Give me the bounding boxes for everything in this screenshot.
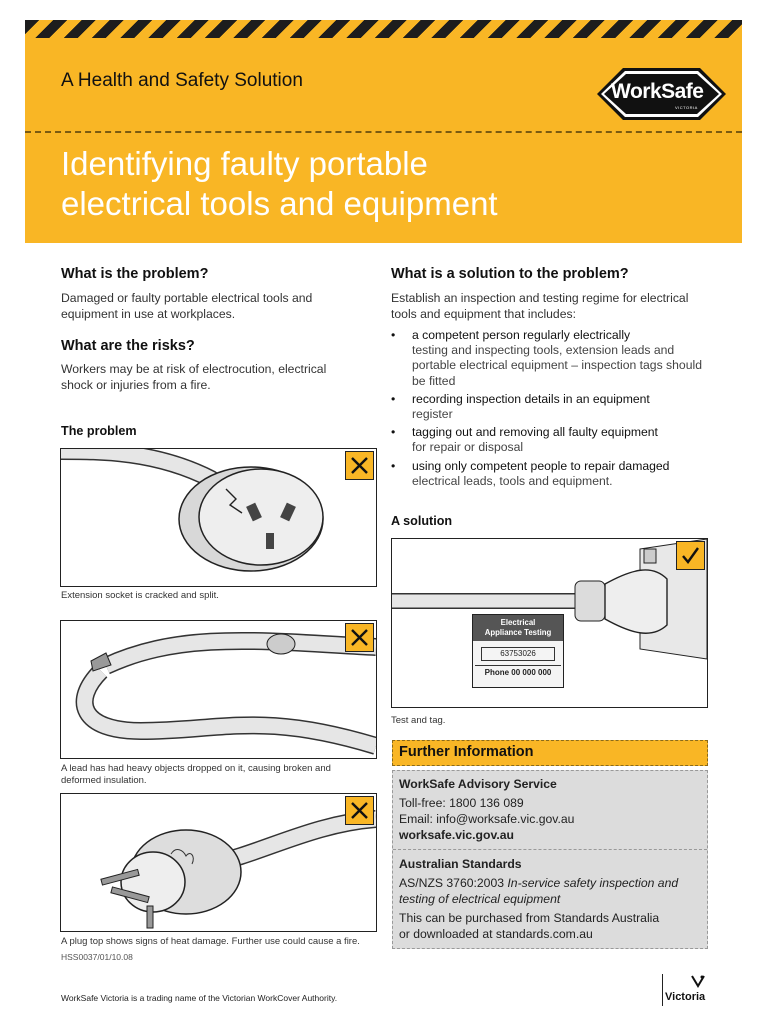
risks-text: Workers may be at risk of electrocution,… bbox=[61, 362, 327, 392]
worksafe-logo: WorkSafe VICTORIA bbox=[597, 68, 726, 120]
page-title: Identifying faulty portable electrical t… bbox=[61, 144, 661, 224]
document-code: HSS0037/01/10.08 bbox=[61, 952, 133, 962]
cross-mark-icon bbox=[345, 623, 374, 652]
purchase-line-2: or downloaded at standards.com.au bbox=[399, 927, 593, 941]
caption-cracked-socket: Extension socket is cracked and split. bbox=[61, 590, 219, 601]
standards-section: Australian Standards AS/NZS 3760:2003 In… bbox=[393, 850, 707, 948]
title-line-2: electrical tools and equipment bbox=[61, 185, 498, 222]
further-info-heading: Further Information bbox=[399, 744, 534, 760]
victoria-logo-text: Victoria bbox=[665, 991, 706, 1003]
standard-title: In-service safety inspection and testing… bbox=[399, 876, 679, 906]
title-line-1: Identifying faulty portable bbox=[61, 145, 428, 182]
solution-figure-heading: A solution bbox=[391, 514, 453, 528]
inspection-tag: Electrical Appliance Testing 63753026 Ph… bbox=[472, 614, 564, 688]
tag-title-line-2: Appliance Testing bbox=[484, 628, 552, 637]
risks-heading: What are the risks? bbox=[61, 338, 195, 354]
further-info-header: Further Information bbox=[392, 740, 708, 766]
tollfree-number: Toll-free: 1800 136 089 bbox=[399, 796, 524, 810]
advisory-heading: WorkSafe Advisory Service bbox=[399, 777, 557, 791]
header-subtitle: A Health and Safety Solution bbox=[61, 70, 303, 91]
website-link[interactable]: worksafe.vic.gov.au bbox=[399, 828, 514, 842]
tag-title-line-1: Electrical bbox=[500, 618, 536, 627]
cross-mark-icon bbox=[345, 796, 374, 825]
logo-text-safe: Safe bbox=[661, 80, 704, 103]
caption-damaged-lead: A lead has had heavy objects dropped on … bbox=[61, 763, 331, 786]
standard-reference: AS/NZS 3760:2003 In-service safety inspe… bbox=[399, 875, 701, 907]
hazard-stripe bbox=[25, 20, 742, 38]
header-banner: A Health and Safety Solution WorkSafe VI… bbox=[25, 20, 742, 243]
logo-small-text: VICTORIA bbox=[675, 105, 698, 110]
problem-heading: What is the problem? bbox=[61, 266, 209, 282]
list-item: recording inspection details in an equip… bbox=[391, 392, 716, 422]
list-item: tagging out and removing all faulty equi… bbox=[391, 425, 716, 455]
further-info-panel: WorkSafe Advisory Service Toll-free: 180… bbox=[392, 770, 708, 949]
logo-text-work: Work bbox=[611, 80, 662, 103]
caption-test-and-tag: Test and tag. bbox=[391, 715, 446, 726]
cracked-socket-illustration bbox=[60, 448, 377, 587]
solution-heading: What is a solution to the problem? bbox=[391, 266, 629, 282]
standards-heading: Australian Standards bbox=[399, 857, 522, 871]
caption-heat-damage: A plug top shows signs of heat damage. F… bbox=[61, 936, 360, 947]
advisory-section: WorkSafe Advisory Service Toll-free: 180… bbox=[393, 771, 707, 850]
tag-number: 63753026 bbox=[481, 647, 555, 661]
test-and-tag-illustration: Electrical Appliance Testing 63753026 Ph… bbox=[391, 538, 708, 708]
check-mark-icon bbox=[676, 541, 705, 570]
tag-phone: Phone 00 000 000 bbox=[475, 665, 561, 677]
standard-code: AS/NZS 3760:2003 bbox=[399, 876, 505, 890]
trading-name-note: WorkSafe Victoria is a trading name of t… bbox=[61, 993, 338, 1003]
solution-intro: Establish an inspection and testing regi… bbox=[391, 291, 689, 321]
victoria-government-logo: Victoria bbox=[662, 974, 710, 1006]
purchase-line-1: This can be purchased from Standards Aus… bbox=[399, 911, 660, 925]
heat-damaged-plug-illustration bbox=[60, 793, 377, 932]
email-link[interactable]: Email: info@worksafe.vic.gov.au bbox=[399, 812, 575, 826]
list-item: a competent person regularly electricall… bbox=[391, 328, 716, 389]
header-divider bbox=[25, 131, 742, 133]
problem-figure-heading: The problem bbox=[61, 424, 137, 438]
solution-list: a competent person regularly electricall… bbox=[391, 328, 716, 492]
problem-text: Damaged or faulty portable electrical to… bbox=[61, 291, 313, 321]
damaged-lead-illustration bbox=[60, 620, 377, 759]
cross-mark-icon bbox=[345, 451, 374, 480]
list-item: using only competent people to repair da… bbox=[391, 459, 716, 489]
